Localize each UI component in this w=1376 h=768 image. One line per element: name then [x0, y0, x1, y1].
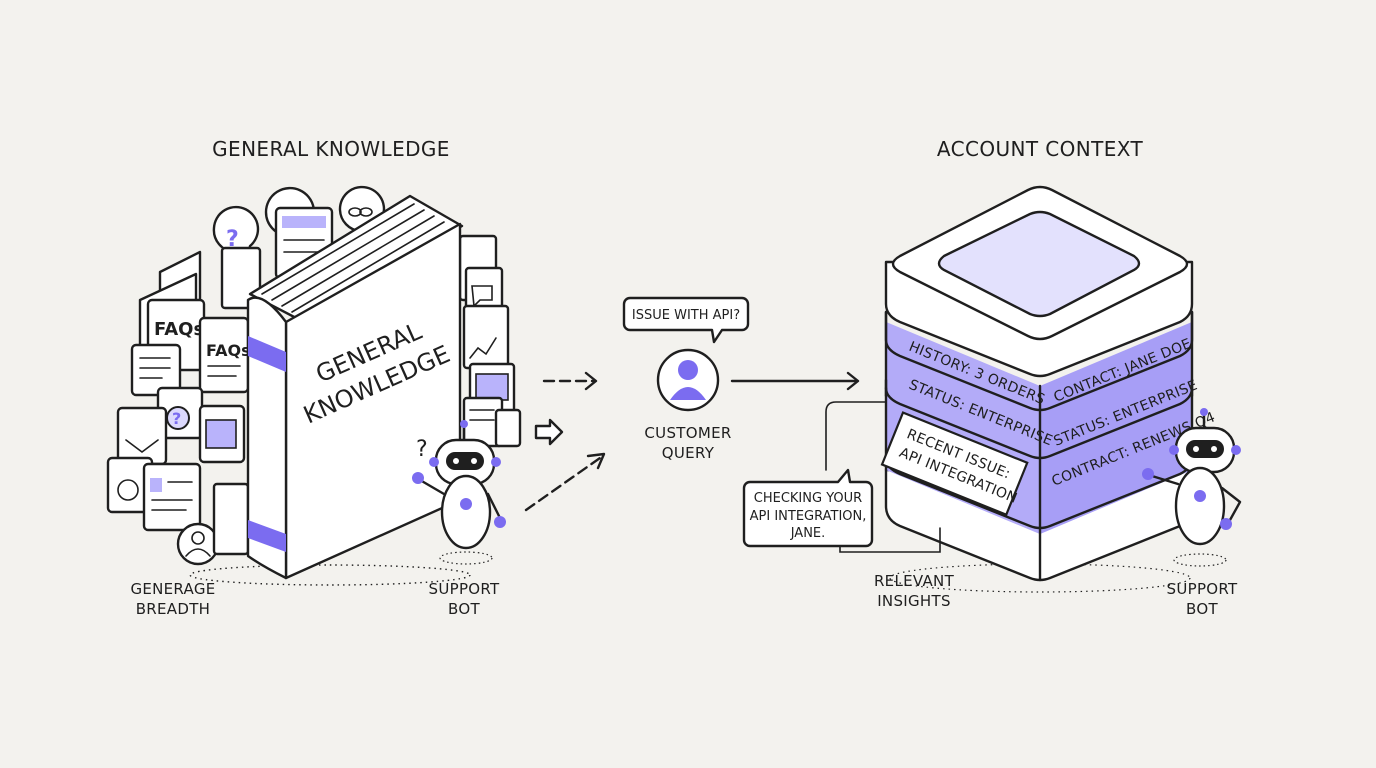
- support-bot-right-caption-line-2: BOT: [1186, 600, 1218, 618]
- insight-connector: [825, 401, 941, 553]
- reply-line-1: CHECKING YOUR: [754, 491, 862, 506]
- reply-speech-bubble: CHECKING YOUR API INTEGRATION, JANE.: [742, 468, 874, 548]
- support-bot-left-caption-line-1: SUPPORT: [429, 580, 501, 598]
- reply-line-2: API INTEGRATION,: [750, 509, 867, 524]
- general-breadth-caption-line-1: GENERAGE: [130, 580, 215, 598]
- issue-speech-bubble: ISSUE WITH API?: [622, 296, 750, 344]
- arrow-up-right: [524, 452, 606, 512]
- svg-text:?: ?: [226, 227, 239, 252]
- reply-line-3: JANE.: [790, 526, 826, 541]
- general-knowledge-book: GENERAL KNOWLEDGE: [246, 194, 464, 580]
- customer-query-caption-line-1: CUSTOMER: [644, 424, 731, 442]
- svg-text:?: ?: [172, 409, 181, 428]
- customer-query-caption-line-2: QUERY: [662, 444, 715, 462]
- account-database: HISTORY: 3 ORDERS STATUS: ENTERPRISE REC…: [880, 185, 1218, 593]
- customer-avatar-icon: [656, 348, 720, 412]
- faq-label-1: FAQs: [154, 319, 204, 340]
- support-bot-right: [1142, 408, 1242, 567]
- relevant-insights-caption-line-1: RELEVANT: [874, 572, 955, 590]
- document-pile: ? ? FAQs FAQs ?: [106, 185, 564, 566]
- issue-speech-text: ISSUE WITH API?: [632, 308, 740, 323]
- general-breadth-caption-line-2: BREADTH: [136, 600, 211, 618]
- general-knowledge-title: GENERAL KNOWLEDGE: [212, 137, 450, 161]
- account-context-title: ACCOUNT CONTEXT: [937, 137, 1144, 161]
- arrow-to-customer: [542, 371, 598, 391]
- support-bot-left-caption-line-2: BOT: [448, 600, 480, 618]
- support-bot-right-caption-line-1: SUPPORT: [1167, 580, 1239, 598]
- left-floor-shadow: [189, 564, 471, 586]
- bot-thought-mark: ?: [416, 437, 428, 462]
- arrow-to-database: [730, 371, 860, 391]
- relevant-insights-caption-line-2: INSIGHTS: [877, 592, 951, 610]
- support-bot-left: ?: [412, 420, 506, 565]
- faq-label-2: FAQs: [206, 341, 251, 360]
